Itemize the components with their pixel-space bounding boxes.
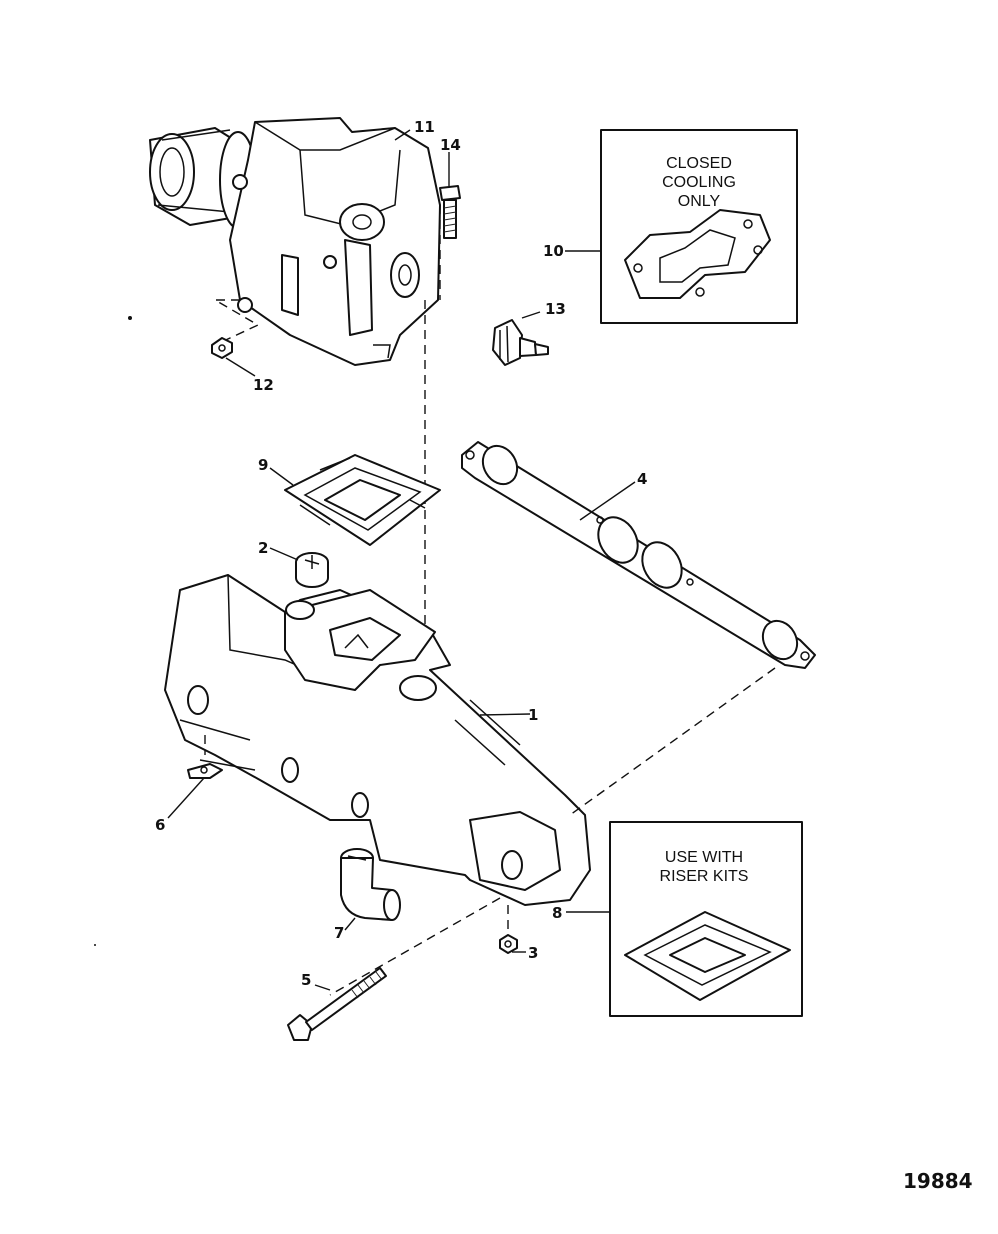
manifold-gasket-part-4 xyxy=(461,441,816,669)
exhaust-manifold-part-1 xyxy=(164,574,591,906)
closed-cooling-box: CLOSED COOLING ONLY xyxy=(600,129,798,324)
closed-cooling-line-3: ONLY xyxy=(678,193,721,210)
long-bolt-part-5 xyxy=(287,967,387,1041)
callout-8: 8 xyxy=(552,904,562,922)
assembly-line xyxy=(212,205,441,346)
riser-kits-box: USE WITH RISER KITS xyxy=(609,821,803,1017)
callout-1: 1 xyxy=(528,706,538,724)
elbow-fitting-part-7 xyxy=(340,848,401,921)
callout-9: 9 xyxy=(258,456,268,474)
riser-kits-line-1: USE WITH xyxy=(665,849,743,866)
bolt-part-14 xyxy=(439,185,461,239)
fitting-part-13 xyxy=(492,319,549,366)
callout-14: 14 xyxy=(440,136,461,154)
callout-4: 4 xyxy=(637,470,647,488)
callout-10: 10 xyxy=(543,242,564,260)
callout-2: 2 xyxy=(258,539,268,557)
gasket-plate-part-9 xyxy=(284,454,441,546)
callout-11: 11 xyxy=(414,118,435,136)
assembly-line xyxy=(569,667,776,816)
closed-cooling-line-1: CLOSED xyxy=(666,155,732,172)
callout-7: 7 xyxy=(334,924,344,942)
nut-part-3 xyxy=(499,934,518,954)
closed-cooling-line-2: COOLING xyxy=(662,174,736,191)
plug-part-2 xyxy=(295,552,329,588)
clip-part-6 xyxy=(187,763,223,779)
callout-12: 12 xyxy=(253,376,274,394)
callout-5: 5 xyxy=(301,971,311,989)
callout-3: 3 xyxy=(528,944,538,962)
callout-6: 6 xyxy=(155,816,165,834)
figure-number: 19884 xyxy=(903,1169,973,1193)
exhaust-elbow-part-11 xyxy=(149,117,441,366)
riser-kits-line-2: RISER KITS xyxy=(660,868,749,885)
speck xyxy=(128,316,132,320)
assembly-line xyxy=(329,897,501,996)
assembly-line xyxy=(204,735,509,935)
speck xyxy=(94,944,96,946)
nut-part-12 xyxy=(211,337,233,359)
leader-lines xyxy=(167,129,636,991)
callout-13: 13 xyxy=(545,300,566,318)
